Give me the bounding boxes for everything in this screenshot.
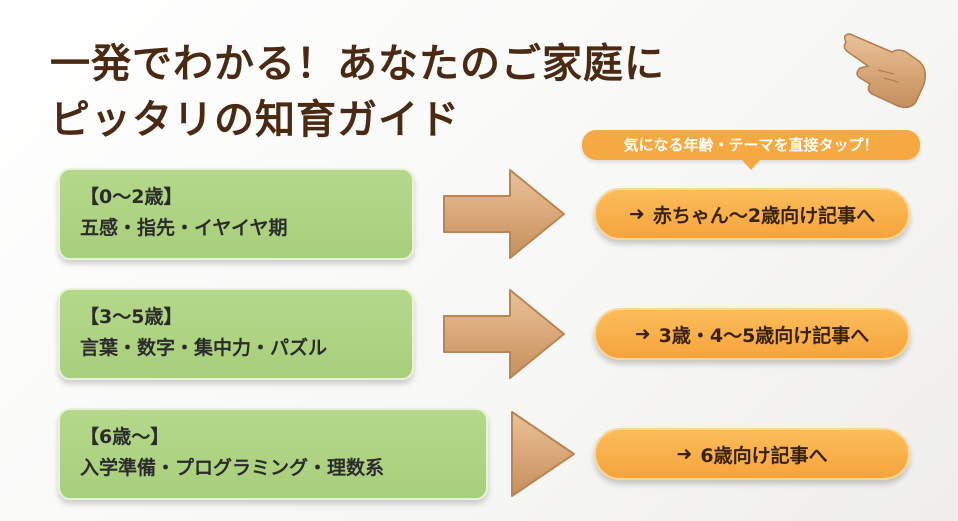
age-range-label: 【3～5歳】	[80, 306, 183, 328]
arrow-right-icon: ➜	[628, 203, 645, 225]
arrow-right-icon: ➜	[676, 443, 693, 465]
article-link-label: 赤ちゃん～2歳向け記事へ	[652, 204, 876, 227]
wooden-arrow-icon	[511, 411, 575, 497]
age-range-label: 【0～2歳】	[80, 186, 183, 208]
tap-callout: 気になる年齢・テーマを直接タップ！	[582, 130, 920, 170]
age-card-6-plus: 【6歳～】 入学準備・プログラミング・理数系	[58, 408, 488, 500]
arrow-right-icon: ➜	[634, 323, 651, 345]
pointing-hand-icon	[843, 33, 927, 109]
article-link-label: 6歳向け記事へ	[700, 444, 828, 467]
age-range-label: 【6歳～】	[80, 426, 170, 448]
age-topics-label: 言葉・数字・集中力・パズル	[80, 337, 328, 359]
wooden-arrow-icon	[443, 169, 565, 259]
title-line-1: 一発でわかる！あなたのご家庭に	[50, 41, 665, 87]
age-topics-label: 入学準備・プログラミング・理数系	[80, 457, 385, 479]
page-title: 一発でわかる！あなたのご家庭に ピッタリの知育ガイド	[50, 36, 665, 148]
wooden-arrow-icon	[443, 289, 565, 379]
age-card-3-5: 【3～5歳】 言葉・数字・集中力・パズル	[58, 288, 414, 380]
article-link-label: 3歳・4～5歳向け記事へ	[658, 324, 870, 347]
age-topics-label: 五感・指先・イヤイヤ期	[80, 217, 288, 239]
article-link-6-plus[interactable]: ➜ 6歳向け記事へ	[594, 428, 910, 480]
article-link-0-2[interactable]: ➜ 赤ちゃん～2歳向け記事へ	[594, 188, 910, 240]
age-card-0-2: 【0～2歳】 五感・指先・イヤイヤ期	[58, 168, 414, 260]
article-link-3-5[interactable]: ➜ 3歳・4～5歳向け記事へ	[594, 308, 910, 360]
title-line-2: ピッタリの知育ガイド	[50, 97, 460, 143]
